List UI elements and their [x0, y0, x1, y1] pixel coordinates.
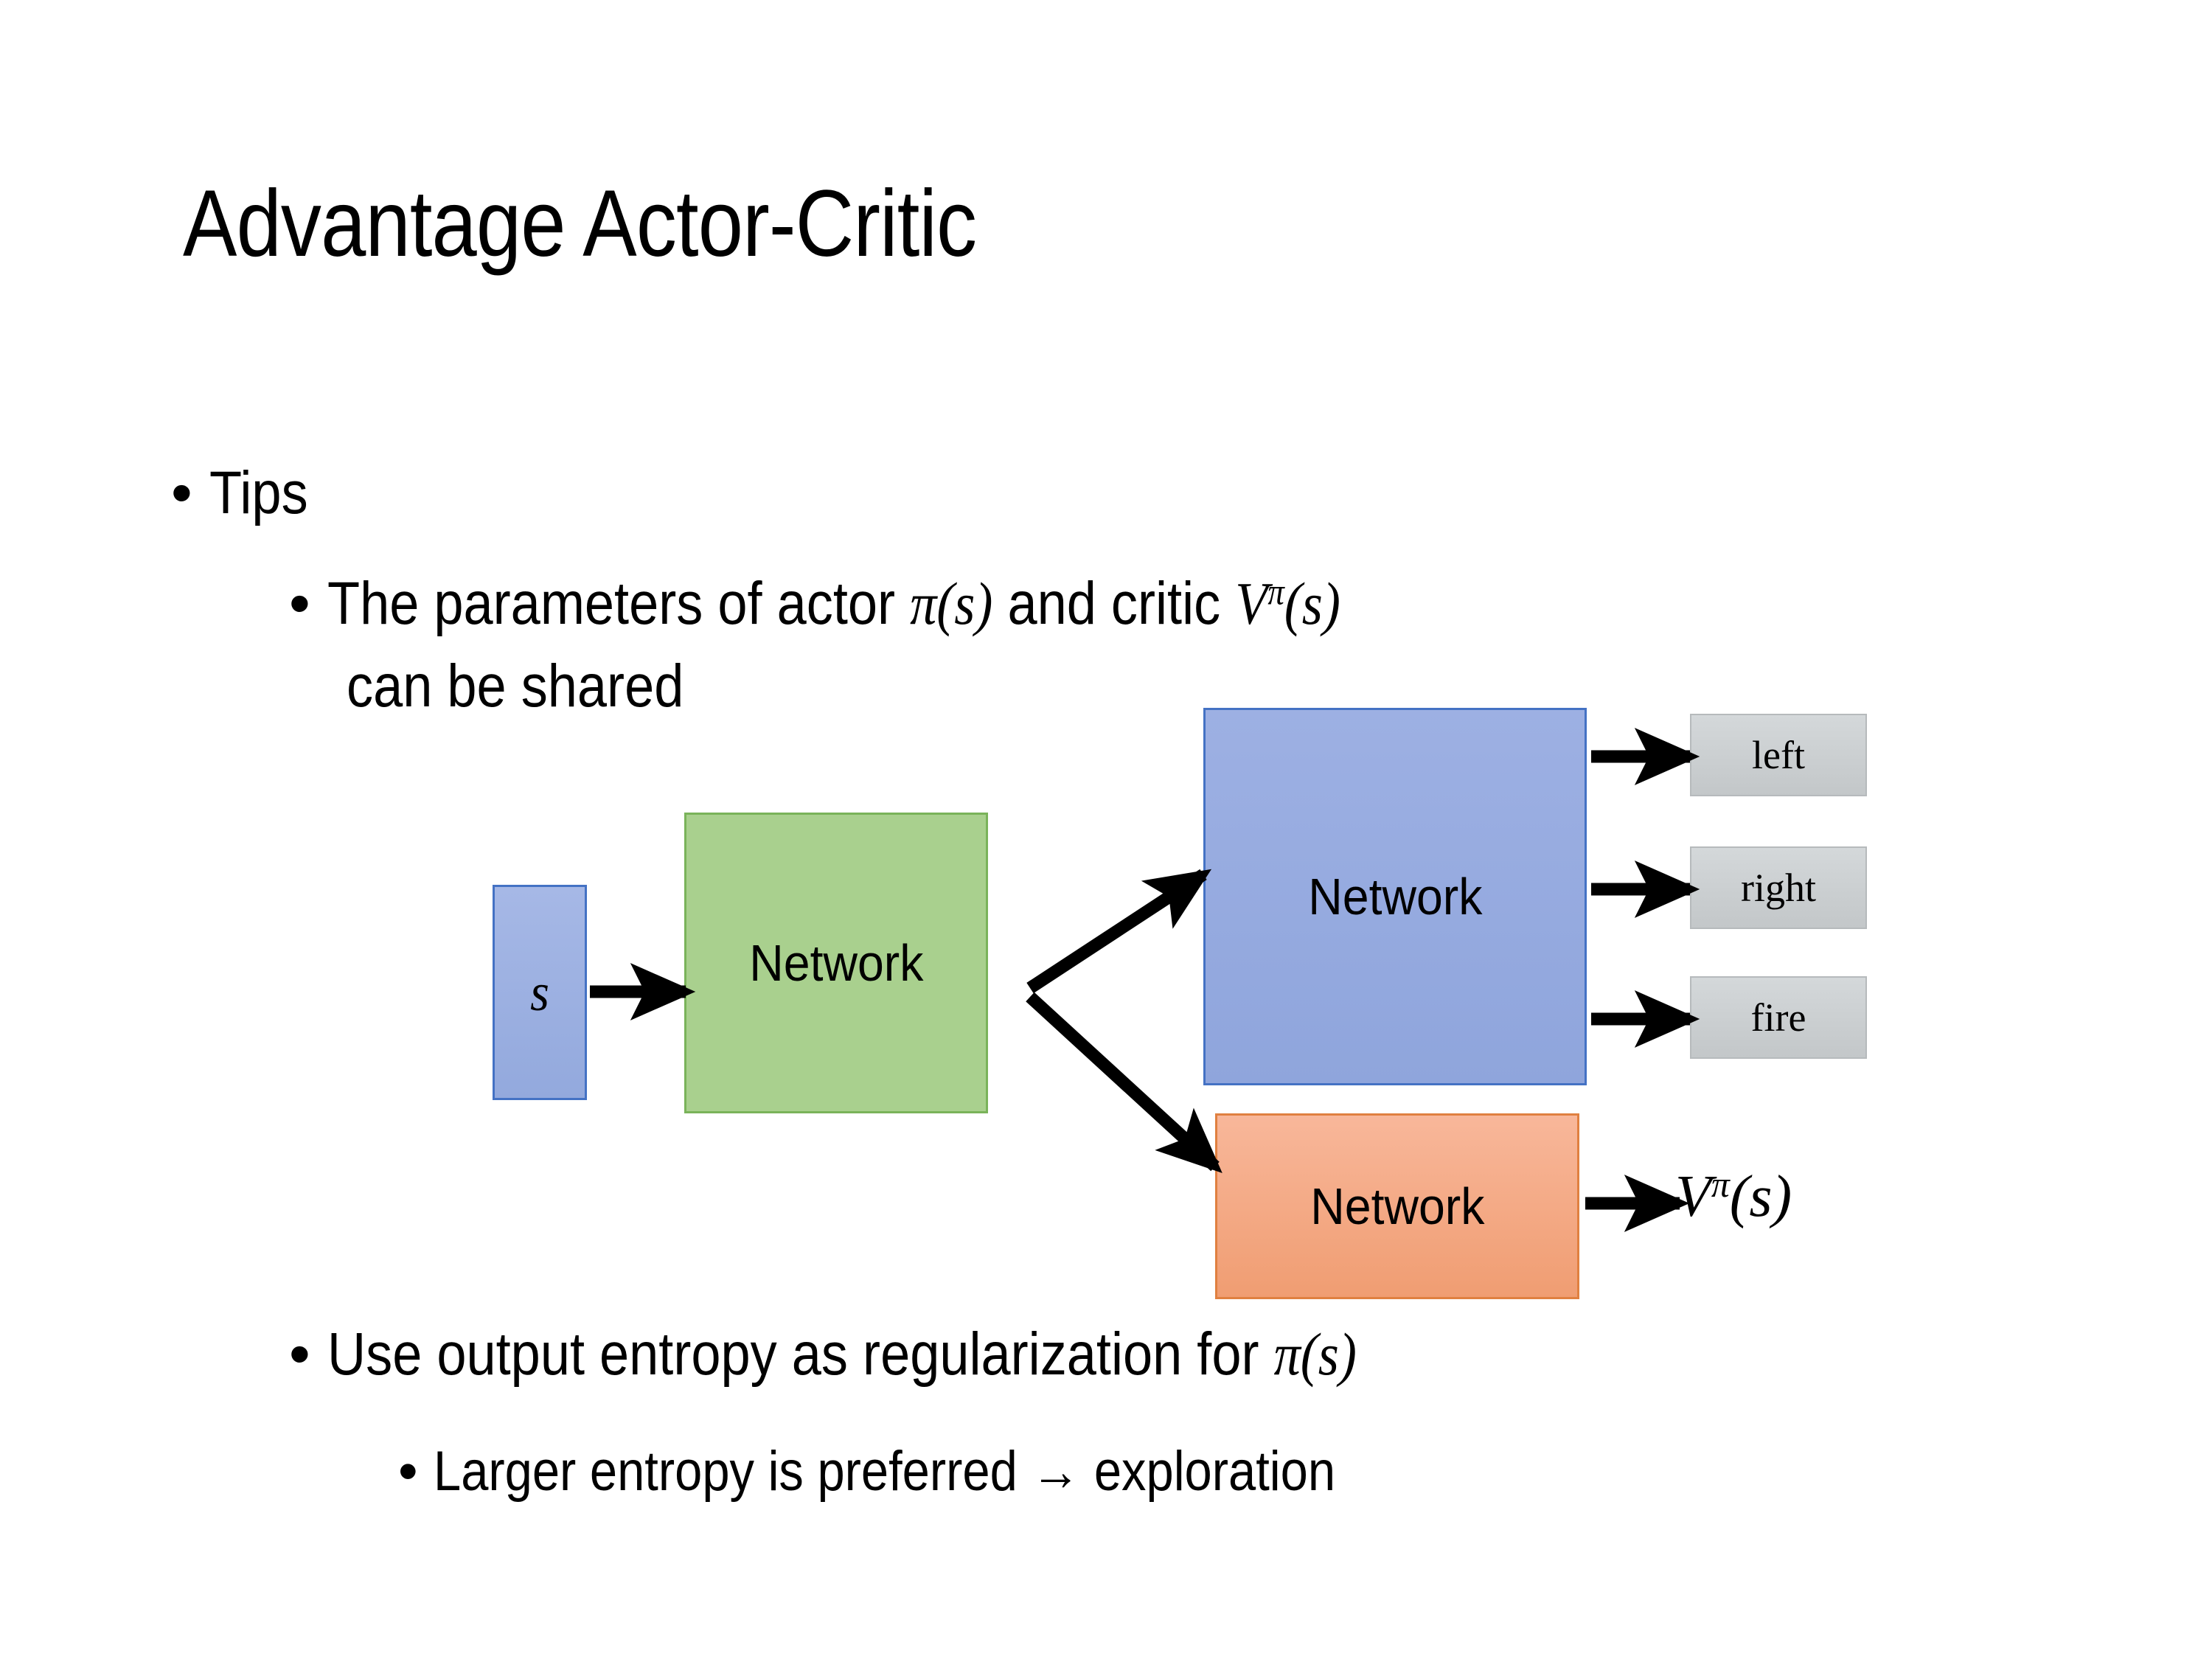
bullet-shared-params-line1: • The parameters of actor π(s) and criti…	[289, 569, 1478, 639]
critic-output-base: V	[1675, 1164, 1711, 1229]
shared-network-box: Network	[684, 813, 988, 1113]
action-output-left: left	[1690, 714, 1867, 796]
input-state-label: s	[530, 962, 549, 1022]
input-state-box: s	[493, 885, 587, 1100]
bullet-marker: •	[171, 459, 192, 526]
math-v-pi-base: V	[1234, 570, 1267, 637]
bullet-marker: •	[398, 1440, 418, 1503]
bullet-entropy-regularization: • Use output entropy as regularization f…	[289, 1320, 1497, 1389]
action-output-right: right	[1690, 846, 1867, 929]
bullet-shared-params-mid: and critic	[992, 570, 1235, 637]
math-pi-of-s: π(s)	[909, 570, 992, 637]
critic-output-superscript: π	[1711, 1164, 1730, 1206]
bullet-larger-entropy-label: Larger entropy is preferred → exploratio…	[433, 1440, 1335, 1503]
actor-network-label: Network	[1307, 868, 1483, 925]
actor-network-box: Network	[1203, 708, 1587, 1085]
critic-output-argument: (s)	[1729, 1164, 1792, 1229]
shared-network-label: Network	[748, 934, 924, 992]
bullet-marker: •	[289, 1321, 310, 1388]
bullet-entropy-prefix: Use output entropy as regularization for	[327, 1321, 1274, 1388]
critic-network-box: Network	[1215, 1113, 1579, 1299]
arrow-shared-to-actor	[1026, 869, 1212, 994]
bullet-shared-params-continuation: can be shared	[347, 653, 684, 720]
page-title: Advantage Actor-Critic	[183, 171, 977, 276]
bullet-marker: •	[289, 570, 310, 637]
action-output-left-label: left	[1752, 733, 1805, 777]
action-output-fire: fire	[1690, 976, 1867, 1059]
action-output-right-label: right	[1741, 866, 1816, 910]
math-v-pi-superscript: π	[1267, 571, 1284, 613]
critic-network-label: Network	[1310, 1178, 1485, 1235]
arrow-shared-to-critic	[1026, 992, 1222, 1173]
critic-output-value-label: Vπ(s)	[1675, 1164, 1792, 1231]
math-v-pi-argument: (s)	[1284, 570, 1340, 637]
bullet-tips: • Tips	[171, 459, 321, 528]
bullet-shared-params-line2: can be shared	[347, 652, 730, 721]
math-pi-of-s: π(s)	[1273, 1321, 1357, 1388]
action-output-fire-label: fire	[1750, 995, 1806, 1040]
bullet-tips-label: Tips	[209, 459, 308, 526]
bullet-larger-entropy: • Larger entropy is preferred → explorat…	[398, 1439, 1458, 1503]
bullet-shared-params-prefix: The parameters of actor	[327, 570, 910, 637]
